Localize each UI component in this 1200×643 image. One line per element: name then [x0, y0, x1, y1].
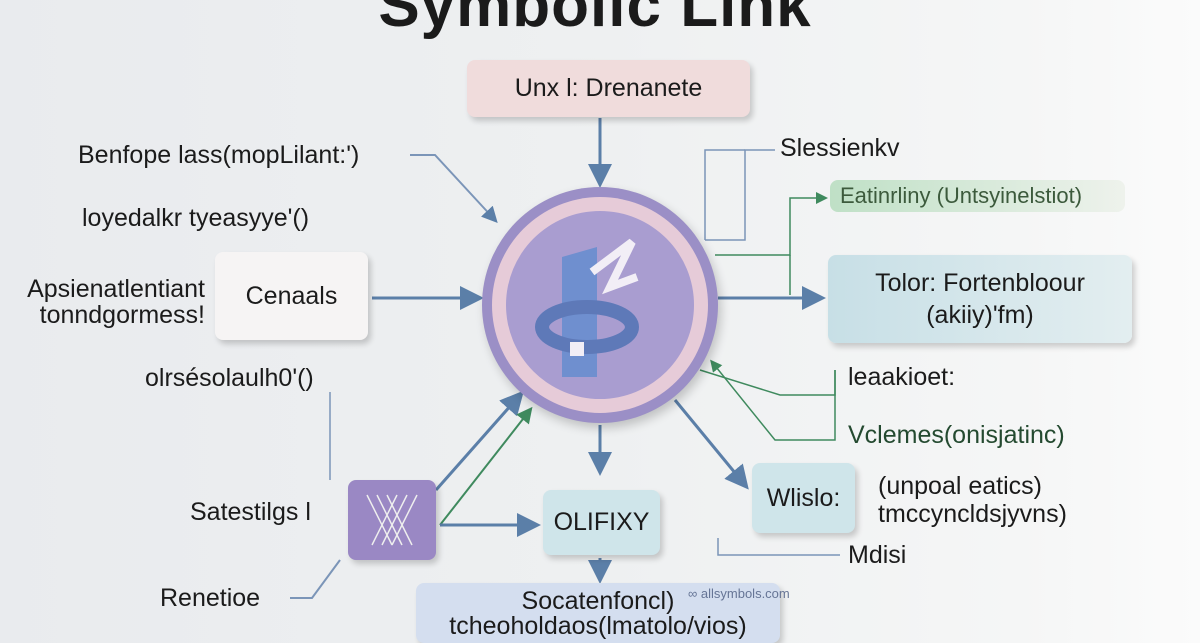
- connector-lines: [290, 118, 840, 599]
- pattern-icon: [348, 480, 436, 560]
- right-label-5: Mdisi: [848, 541, 907, 569]
- watermark: ∞ allsymbols.com: [688, 586, 790, 601]
- left-label-2: loyedalkr tyeasyye'(): [82, 204, 310, 232]
- top-box-label: Unx l: Drenanete: [514, 74, 703, 103]
- bottom-wide-box-line2: tcheoholdaos(lmatolo/vios): [449, 612, 747, 640]
- center-bottom-box-label: OLIFIXY: [553, 508, 650, 537]
- central-symlink-node: [482, 187, 718, 423]
- left-label-3-line1: Apsienatlentiant: [27, 275, 205, 303]
- symlink-file-icon: [535, 238, 639, 377]
- top-box: Unx l: Drenanete: [467, 60, 750, 117]
- cenaals-box-label: Cenaals: [245, 281, 338, 310]
- left-label-5: Satestilgs l: [190, 498, 311, 526]
- left-label-3-line2: tonndgormess!: [39, 301, 205, 329]
- green-box-label: Eatinrliny (Untsyinelstiot): [840, 182, 1083, 208]
- blue-box: Tolor: Fortenbloour (akiiy)'fm): [828, 255, 1132, 343]
- right-label-3: Vclemes(onisjatinc): [848, 421, 1065, 449]
- blue-box-line1: Tolor: Fortenbloour: [875, 268, 1085, 297]
- small-box-label: Wlislo:: [766, 483, 841, 512]
- blue-box-line2: (akiiy)'fm): [926, 301, 1034, 329]
- left-label-6: Renetioe: [160, 584, 261, 612]
- right-label-2: leaakioet:: [848, 363, 956, 391]
- left-label-4: olrsésolaulh0'(): [145, 364, 314, 392]
- right-label-4-line2: tmccyncldsjyvns): [878, 500, 1067, 528]
- cenaals-box: Cenaals: [215, 252, 368, 340]
- page-title: Symbolic Link: [378, 0, 812, 40]
- bottom-wide-box-line1: Socatenfoncl): [521, 587, 675, 615]
- center-bottom-box: OLIFIXY: [543, 490, 660, 555]
- right-label-4-line1: (unpoal eatics): [878, 472, 1042, 500]
- right-label-4: (unpoal eatics) tmccyncldsjyvns): [878, 472, 1067, 528]
- left-label-1: Benfope lass(mopLilant:'): [78, 141, 360, 169]
- green-box: Eatinrliny (Untsyinelstiot): [830, 180, 1125, 212]
- right-label-1: Slessienkv: [780, 134, 900, 162]
- crosshatch-icon: [366, 494, 418, 546]
- small-box: Wlislo:: [752, 463, 855, 533]
- watermark-text: allsymbols.com: [700, 586, 790, 601]
- left-label-3: Apsienatlentiant tonndgormess!: [27, 276, 205, 328]
